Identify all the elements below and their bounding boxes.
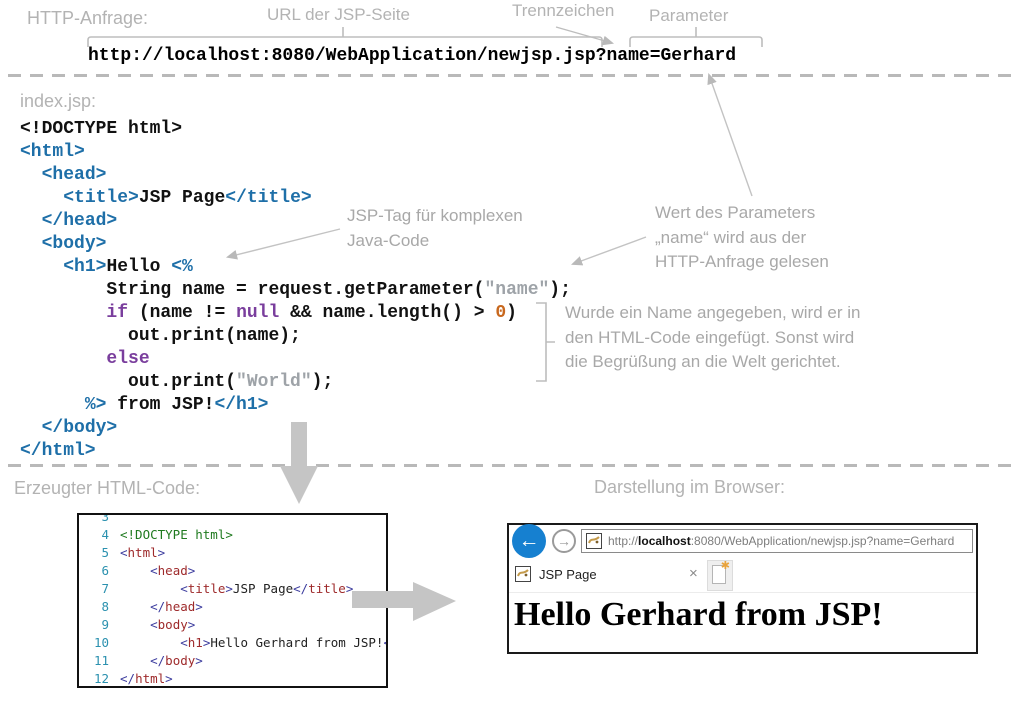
index-jsp-label: index.jsp:: [20, 91, 97, 111]
address-url: http://localhost:8080/WebApplication/new…: [608, 534, 954, 548]
url-host: localhost: [638, 534, 691, 548]
close-icon: ×: [689, 565, 698, 582]
name-given-annotation: Wurde ein Name angegeben, wird er in den…: [565, 301, 860, 375]
url-of-jsp-label: URL der JSP-Seite: [267, 5, 410, 24]
back-button: ←: [512, 524, 546, 558]
browser-page-content: Hello Gerhard from JSP!: [509, 593, 976, 653]
annotation-line: Wurde ein Name angegeben, wird er in: [565, 303, 861, 322]
new-tab-icon: ✱: [712, 560, 730, 584]
tab-title: JSP Page: [539, 567, 597, 582]
browser-tab-bar: JSP Page × ✱: [509, 557, 976, 593]
jsp-favicon-icon: [586, 533, 602, 549]
annotation-line: „name“ wird aus der: [655, 227, 807, 247]
annotation-line: die Begrüßung an die Welt gerichtet.: [565, 352, 841, 371]
page-heading: Hello Gerhard from JSP!: [514, 596, 883, 633]
generated-code-box: 3 4<!DOCTYPE html>5<html>6 <head>7 <titl…: [77, 513, 388, 688]
jsp-favicon-icon: [515, 566, 531, 582]
annotation-line: den HTML-Code eingefügt. Sonst wird: [565, 327, 855, 347]
annotation-line: HTTP-Anfrage gelesen: [655, 252, 829, 271]
browser-window: ← → http://localhost:8080/WebApplication…: [507, 523, 978, 654]
forward-button: →: [552, 529, 576, 553]
dashed-divider-top: [8, 74, 1020, 77]
dashed-divider-bottom: [8, 464, 1020, 467]
browser-nav-bar: ← → http://localhost:8080/WebApplication…: [509, 524, 976, 558]
separator-label: Trennzeichen: [512, 1, 615, 20]
param-value-annotation: Wert des Parameters „name“ wird aus der …: [655, 201, 829, 275]
jsp-tag-annotation: JSP-Tag für komplexen Java-Code: [347, 204, 523, 253]
address-bar: http://localhost:8080/WebApplication/new…: [581, 529, 973, 553]
generated-html-label: Erzeugter HTML-Code:: [14, 478, 201, 498]
param-arrow-icon: [571, 236, 647, 266]
http-request-label: HTTP-Anfrage:: [27, 8, 149, 28]
url-rest: :8080/WebApplication/newjsp.jsp?name=Ger…: [690, 534, 955, 548]
generated-code-lines: 3 4<!DOCTYPE html>5<html>6 <head>7 <titl…: [93, 513, 386, 686]
star-icon: ✱: [720, 560, 730, 572]
back-arrow-icon: ←: [518, 529, 540, 552]
url-prefix: http://: [608, 534, 639, 548]
annotation-line: JSP-Tag für komplexen: [347, 206, 523, 225]
separator-arrow-icon: [555, 26, 615, 46]
parameter-label: Parameter: [649, 6, 729, 25]
http-request-url: http://localhost:8080/WebApplication/new…: [88, 46, 737, 66]
forward-arrow-icon: →: [557, 533, 571, 549]
gerhard-arrow-icon: [707, 73, 753, 197]
jsp-source-code: <!DOCTYPE html><html> <head> <title>JSP …: [20, 119, 571, 461]
annotation-line: Wert des Parameters: [655, 203, 816, 222]
browser-view-label: Darstellung im Browser:: [594, 477, 786, 497]
annotation-line: Java-Code: [347, 230, 430, 250]
